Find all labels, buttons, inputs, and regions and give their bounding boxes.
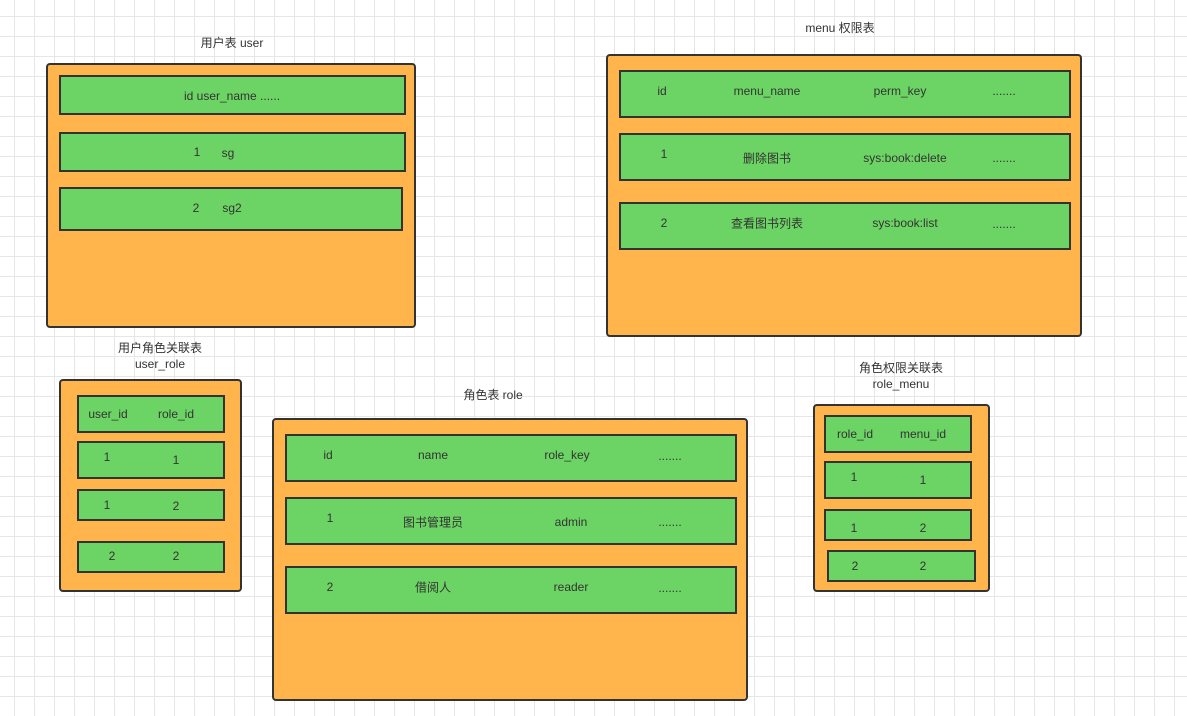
cell: ....... [658,449,682,463]
cell: sys:book:list [872,216,938,230]
cell: 借阅人 [414,580,452,595]
cell: 删除图书 [742,151,792,166]
cell: 2 [172,549,180,563]
cell: ....... [992,151,1016,165]
cell: 2 [919,521,927,535]
cell: 2 [919,559,927,573]
title-line: role_menu [872,377,930,391]
menu-row [619,202,1071,250]
cell: 1 [919,473,927,487]
user-header-row [59,75,406,115]
cell: sg [221,146,235,160]
cell: 2 [108,549,116,563]
cell: 1 [172,453,180,467]
cell: ....... [992,217,1016,231]
user-role-row [77,441,225,479]
cell: role_id [836,427,874,441]
cell: user_id [88,407,128,421]
user-row [59,187,403,231]
menu-header-row [619,70,1071,118]
cell: 查看图书列表 [730,216,804,231]
cell: 2 [192,201,200,215]
cell: 2 [172,499,180,513]
title-line: 用户角色关联表 [117,341,203,355]
role-header-row [285,434,737,482]
cell: menu_name [733,84,801,98]
cell: 1 [326,511,334,525]
cell: 2 [851,559,859,573]
role-menu-row [824,461,972,499]
user-role-title: 用户角色关联表 user_role [118,340,202,372]
user-table-title: 用户表 user [200,36,264,50]
cell: 1 [193,145,201,159]
menu-table-title: menu 权限表 [805,21,875,35]
cell: 1 [850,470,858,484]
cell: 1 [103,498,111,512]
cell: 图书管理员 [402,515,464,530]
user-header: id user_name ...... [183,89,281,103]
cell: menu_id [899,427,947,441]
cell: admin [554,515,588,529]
cell: 1 [660,147,668,161]
title-line: 角色权限关联表 [858,361,944,375]
cell: sg2 [222,201,242,215]
role-menu-row [827,550,976,582]
cell: 1 [103,450,111,464]
cell: name [417,448,449,462]
cell: ....... [992,84,1016,98]
cell: id [657,84,667,98]
cell: ....... [658,515,682,529]
role-menu-row [824,509,972,541]
role-table-title: 角色表 role [463,388,523,402]
cell: ....... [658,581,682,595]
cell: reader [553,580,589,594]
role-menu-title: 角色权限关联表 role_menu [859,360,943,392]
cell: 2 [326,580,334,594]
cell: id [323,448,333,462]
cell: sys:book:delete [863,151,947,165]
cell: role_id [157,407,195,421]
user-role-row [77,489,225,521]
role-row [285,566,737,614]
user-role-header-row [77,395,225,433]
cell: 1 [850,521,858,535]
cell: role_key [544,448,590,462]
cell: perm_key [873,84,927,98]
cell: 2 [660,216,668,230]
role-row [285,497,737,545]
menu-row [619,133,1071,181]
user-role-row [77,541,225,573]
role-menu-header-row [824,415,972,453]
title-line: user_role [134,357,186,371]
user-row [59,132,406,172]
